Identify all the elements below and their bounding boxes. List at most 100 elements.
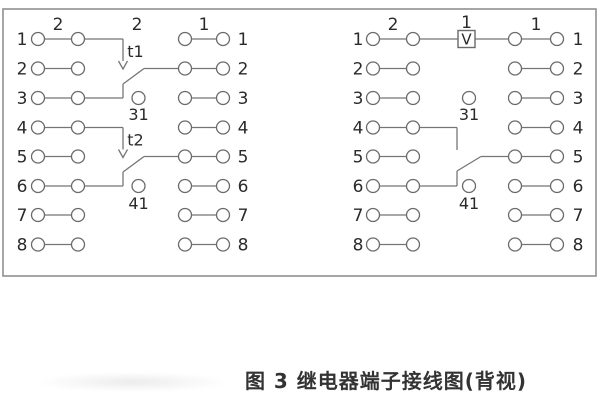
row-number-left: 5 [17,148,28,168]
terminal-circle [70,178,86,194]
mid-terminal-31 [131,90,146,106]
row-number-left: 3 [353,89,364,109]
header-contact-col: 2 [132,15,143,35]
wires-layer [44,38,551,246]
terminal-circle [507,61,523,76]
contact-cup [117,60,129,71]
terminals-layer [30,29,565,252]
terminal-circle [549,90,565,106]
terminal-circle [177,31,193,47]
row-number-right: 3 [238,89,249,109]
terminal-circle [365,31,381,47]
terminal-circle [177,120,193,135]
terminal-circle [70,61,86,76]
terminal-circle [70,90,86,106]
row-number-left: 5 [353,148,364,168]
header-left-pair: 2 [388,15,399,35]
terminal-circle [507,120,523,135]
meter-box [457,29,476,49]
terminal-circle [405,31,421,47]
figure-caption: 图 3 继电器端子接线图(背视) [244,369,528,393]
header-meter: 1 [461,13,472,33]
header-right-pair: 1 [199,15,210,35]
mid-terminal-31 [461,90,477,106]
terminal-circle [507,178,523,194]
row-number-right: 5 [238,148,249,168]
contact-blade [456,155,482,172]
diagram-border [2,8,597,277]
terminal-circle [70,31,86,47]
terminal-circle [507,207,523,223]
terminal-circle [30,90,46,106]
row-number-left: 7 [17,206,28,226]
terminal-circle [549,149,565,164]
contact-label: t2 [127,131,143,150]
watermark [35,372,230,392]
terminal-circle [549,207,565,223]
terminal-circle [405,120,421,135]
terminal-circle [177,178,193,194]
terminal-circle [405,61,421,76]
terminal-circle [30,61,46,76]
row-number-right: 4 [573,119,584,139]
terminal-circle [507,90,523,106]
terminal-circle [30,31,46,47]
terminal-circle [405,90,421,106]
row-number-left: 6 [17,177,28,197]
terminal-circle [30,207,46,223]
row-number-right: 5 [573,148,584,168]
terminal-circle [365,178,381,194]
terminal-circle [30,149,46,164]
row-number-right: 2 [573,60,584,80]
terminal-circle [365,207,381,223]
terminal-circle [549,237,565,252]
terminal-circle [405,207,421,223]
terminal-circle [549,178,565,194]
row-number-right: 2 [238,60,249,80]
row-number-left: 3 [17,89,28,109]
contact-blade [122,67,145,85]
terminal-circle [507,31,523,47]
terminal-circle [507,237,523,252]
mid-terminal-31-label: 31 [128,105,148,124]
row-number-right: 7 [573,206,584,226]
terminal-circle [215,90,231,106]
terminal-circle [215,207,231,223]
terminal-circle [70,120,86,135]
row-number-left: 6 [353,177,364,197]
row-number-left: 1 [17,30,28,50]
terminal-circle [549,31,565,47]
row-number-left: 4 [353,119,364,139]
terminal-circle [70,237,86,252]
mid-terminal-41 [131,178,146,194]
mid-terminal-41 [461,178,477,194]
terminal-circle [215,31,231,47]
terminal-circle [215,149,231,164]
terminal-circle [177,149,193,164]
terminal-circle [507,149,523,164]
meter-symbol: V [461,31,472,49]
row-number-right: 8 [238,236,249,256]
terminal-circle [30,237,46,252]
terminal-circle [70,207,86,223]
terminal-circle [215,61,231,76]
terminal-circle [30,178,46,194]
terminal-circle [365,120,381,135]
row-number-left: 4 [17,119,28,139]
row-number-right: 3 [573,89,584,109]
header-right-pair: 1 [531,15,542,35]
terminal-circle [215,120,231,135]
terminal-circle [177,61,193,76]
row-number-right: 6 [238,177,249,197]
row-number-left: 8 [17,236,28,256]
row-number-left: 2 [353,60,364,80]
row-number-right: 7 [238,206,249,226]
row-number-right: 1 [573,30,584,50]
contact-cup [117,149,129,159]
terminal-circle [365,61,381,76]
mid-terminal-41-label: 41 [459,194,479,213]
row-number-right: 6 [573,177,584,197]
